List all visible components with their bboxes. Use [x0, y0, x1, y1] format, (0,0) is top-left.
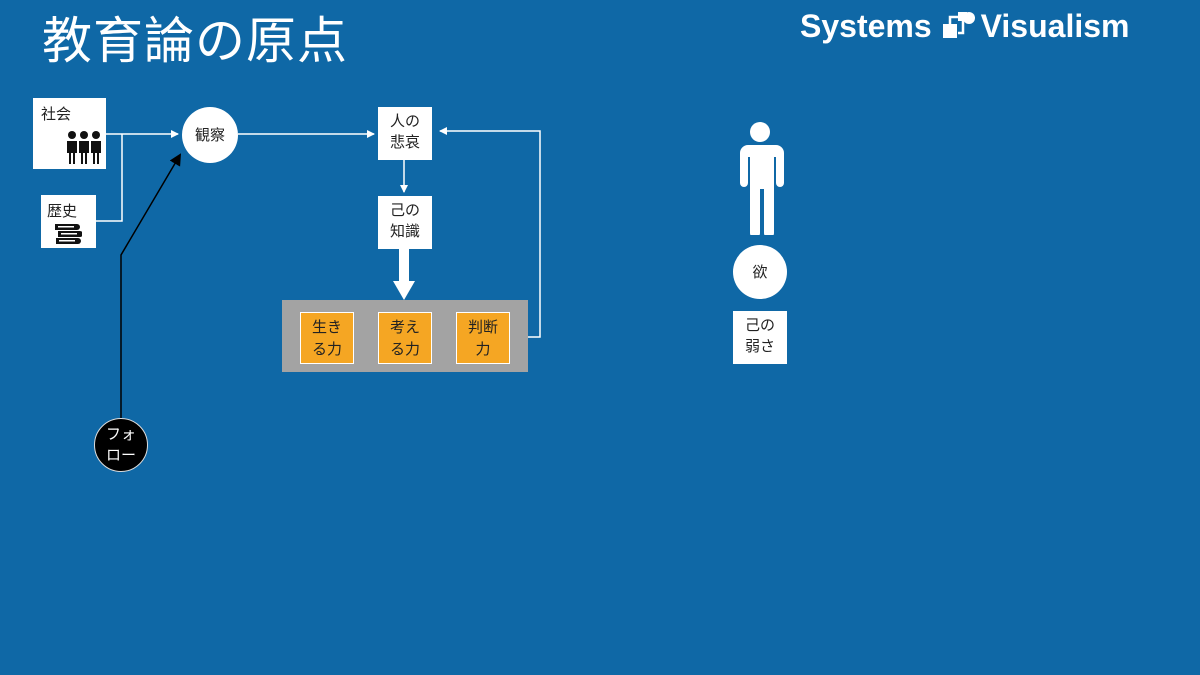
big-arrow-head — [393, 281, 415, 300]
ability-judgment-line1: 判断 — [467, 318, 498, 336]
follow-line2: ロー — [105, 446, 136, 464]
follow-circle: フォ ロー — [94, 418, 148, 472]
people-group-icon — [67, 131, 101, 164]
ability-living-line1: 生き — [311, 318, 342, 336]
society-label: 社会 — [41, 105, 72, 123]
self-weakness-box: 己の 弱さ — [733, 311, 787, 364]
big-arrow-shaft — [399, 249, 409, 281]
ability-thinking-line1: 考え — [389, 318, 420, 336]
society-box: 社会 — [33, 98, 106, 169]
ability-box-judgment: 判断 力 — [456, 312, 510, 364]
human-joys-line1: 人の — [389, 112, 420, 130]
human-joys-box: 人の 悲哀 — [378, 107, 432, 160]
arrow-follow-to-observation — [120, 153, 182, 418]
brand-text-right: Visualism — [980, 7, 1130, 44]
systems-logo-icon — [942, 12, 975, 38]
self-knowledge-line2: 知識 — [389, 222, 420, 240]
history-box: 歴史 — [41, 195, 96, 248]
desire-circle: 欲 — [733, 245, 787, 299]
self-weakness-line1: 己の — [744, 316, 775, 334]
human-joys-line2: 悲哀 — [389, 133, 420, 151]
arrow-feedback-loop — [439, 127, 541, 338]
brand-logo: Systems Visualism — [800, 6, 1129, 46]
ability-living-line2: る力 — [311, 340, 342, 358]
history-label: 歴史 — [47, 202, 78, 220]
line-history-to-observation — [96, 134, 123, 222]
observation-circle: 観察 — [182, 107, 238, 163]
books-stack-icon — [55, 224, 82, 244]
self-knowledge-box: 己の 知識 — [378, 196, 432, 249]
ability-thinking-line2: る力 — [389, 340, 420, 358]
observation-label: 観察 — [194, 125, 225, 144]
follow-line1: フォ — [105, 425, 136, 443]
self-weakness-line2: 弱さ — [744, 337, 775, 355]
desire-label: 欲 — [752, 262, 768, 281]
page-title: 教育論の原点 — [42, 12, 348, 70]
self-knowledge-line1: 己の — [389, 201, 420, 219]
brand-text-left: Systems — [800, 7, 932, 44]
ability-judgment-line2: 力 — [475, 340, 491, 358]
person-icon — [740, 122, 784, 235]
ability-box-thinking: 考え る力 — [378, 312, 432, 364]
ability-box-living: 生き る力 — [300, 312, 354, 364]
